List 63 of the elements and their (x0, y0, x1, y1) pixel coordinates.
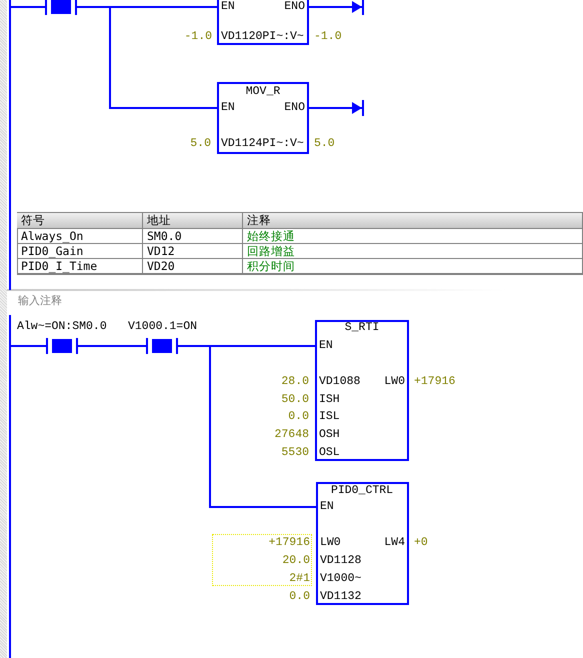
pin-label: S_RTI (344, 321, 380, 335)
function-block (315, 320, 409, 461)
pin-label: EN (221, 0, 235, 14)
pin-label: VD1124PI~:V~ (221, 137, 304, 151)
wire (77, 6, 217, 109)
pin-label: LW0 (320, 536, 341, 550)
value-label: 28.0 (281, 375, 309, 389)
table-cell: Always_On (17, 229, 143, 244)
pin-label: MOV_R (246, 85, 280, 99)
pin-label: VD1088 (319, 375, 360, 389)
table-cell: 积分时间 (243, 259, 583, 274)
value-label: 20.0 (282, 554, 310, 568)
value-label: 50.0 (281, 393, 309, 407)
output-arrow (309, 99, 364, 117)
pin-label: LW4 (384, 536, 405, 550)
wire (11, 345, 46, 347)
table-cell: PID0_I_Time (17, 259, 143, 274)
table-cell: 始终接通 (243, 229, 583, 244)
table-cell: PID0_Gain (17, 244, 143, 259)
value-label: 5530 (281, 446, 309, 460)
value-label: 5.0 (314, 137, 335, 151)
pin-label: VD1128 (320, 554, 362, 568)
function-block (316, 482, 409, 605)
contact-symbol (45, 0, 77, 15)
wire (178, 345, 316, 508)
contact-address: V1000.1=ON (128, 320, 198, 334)
pin-label: ISH (319, 393, 340, 407)
pin-label: EN (221, 101, 235, 115)
value-label: 0.0 (288, 410, 309, 424)
value-label: 2#1 (289, 572, 310, 586)
value-label: -1.0 (184, 30, 212, 44)
pin-label: OSH (319, 428, 340, 442)
pin-label: OSL (319, 446, 340, 460)
pin-label: VD1120PI~:V~ (221, 30, 304, 44)
pin-label: VD1132 (320, 590, 362, 604)
value-label: 5.0 (190, 137, 211, 151)
wire (78, 345, 146, 347)
pin-label: LW0 (384, 375, 405, 389)
value-label: +17916 (414, 375, 456, 389)
contact-address: Alw~=ON:SM0.0 (17, 320, 107, 334)
table-cell: VD20 (143, 259, 243, 274)
value-label: +0 (414, 536, 428, 550)
column-header: 注释 (243, 213, 583, 229)
pin-label: EN (320, 500, 334, 514)
function-block (217, 82, 309, 154)
table-cell: VD12 (143, 244, 243, 259)
output-arrow (309, 0, 364, 16)
pin-label: ENO (284, 101, 305, 115)
value-label: -1.0 (314, 30, 342, 44)
wire (11, 6, 45, 8)
pin-label: ISL (319, 410, 340, 424)
value-label: 27648 (274, 428, 309, 442)
comment-prompt: 输入注释 (18, 294, 62, 308)
value-label: 0.0 (289, 590, 310, 604)
value-label: +17916 (268, 536, 310, 550)
pin-label: PID0_CTRL (330, 484, 394, 498)
table-cell: 回路增益 (243, 244, 583, 259)
pin-label: EN (319, 339, 333, 353)
column-header: 地址 (143, 213, 243, 229)
column-header: 符号 (17, 213, 143, 229)
pin-label: V1000~ (320, 572, 362, 586)
pin-label: ENO (284, 0, 305, 14)
table-cell: SM0.0 (143, 229, 243, 244)
